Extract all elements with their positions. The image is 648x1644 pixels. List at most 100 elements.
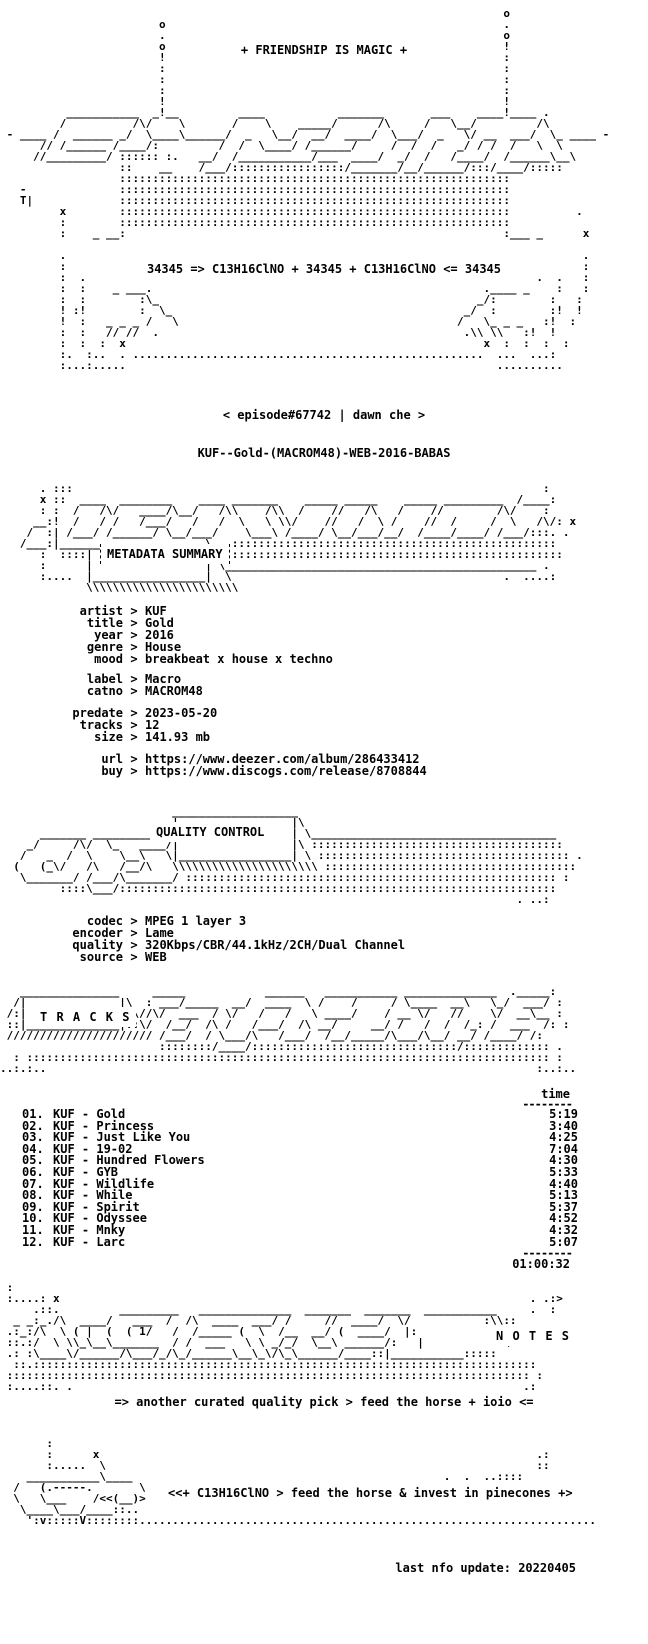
kv-value: 141.93 mb (145, 730, 211, 744)
track-title: KUF - Wildlife (53, 1176, 155, 1191)
kv-separator: > (130, 652, 138, 666)
kv-key: source (79, 950, 123, 964)
kv-value: breakbeat x house x techno (145, 652, 333, 666)
quality-section-title: QUALITY CONTROL (150, 822, 271, 842)
last-update: last nfo update: 20220405 (395, 1561, 576, 1575)
track-title: KUF - Gold (53, 1107, 126, 1121)
kv-key: artist (79, 604, 123, 618)
kv-separator: > (130, 950, 138, 964)
kv-row-genre: genre>House (60, 641, 333, 653)
track-number: 05. (22, 1153, 44, 1168)
footer-motto: <<+ C13H16ClNO > feed the horse & invest… (168, 1486, 573, 1500)
kv-separator: > (130, 706, 138, 720)
track-title: KUF - Mnky (53, 1222, 126, 1237)
total-rule: -------- (522, 1246, 573, 1260)
track-title: KUF - Hundred Flowers (53, 1153, 205, 1168)
kv-row-predate: predate >2023-05-20 (60, 707, 217, 719)
kv-key: year (94, 628, 123, 642)
track-info: 05. KUF - Hundred Flowers (22, 1155, 205, 1167)
track-number: 06. (22, 1164, 44, 1179)
track-title: KUF - Spirit (53, 1199, 140, 1214)
track-number: 10. (22, 1211, 44, 1226)
track-number: 11. (22, 1222, 44, 1237)
kv-value: 2023-05-20 (145, 706, 218, 720)
kv-value: House (145, 640, 182, 654)
kv-value: 320Kbps/CBR/44.1kHz/2CH/Dual Channel (145, 938, 406, 952)
track-info: 06. KUF - GYB (22, 1164, 119, 1179)
friendship-banner: + FRIENDSHIP IS MAGIC + (240, 43, 408, 57)
total-time: 01:00:32 (512, 1257, 570, 1271)
track-time: 7:04 (549, 1141, 578, 1156)
kv-key: label (86, 672, 123, 686)
track-row: 06. KUF - GYB 5:33 (22, 1164, 578, 1179)
track-number: 04. (22, 1141, 44, 1156)
track-title: KUF - GYB (53, 1164, 119, 1179)
track-info: 08.KUF - While (22, 1188, 132, 1203)
track-info: 01. KUF - Gold (22, 1107, 126, 1121)
track-number: 01. (22, 1107, 44, 1121)
kv-row-title: title>Gold (60, 617, 333, 629)
tracks-banner-art: _______________ _____ ______ ___________… (0, 986, 577, 1074)
track-row: 04.KUF - 19-02 7:04 (22, 1141, 578, 1156)
track-number: 08. (22, 1188, 44, 1203)
track-info: 02.KUF - Princess (22, 1120, 154, 1133)
kv-row-label: label > Macro (60, 673, 203, 685)
kv-separator: > (130, 616, 138, 630)
track-info: 12.KUF - Larc (22, 1236, 125, 1249)
kv-separator: > (130, 672, 138, 686)
kv-value: 2016 (145, 628, 174, 642)
kv-row-catno: catno>MACROM48 (60, 685, 203, 697)
track-time: 5:33 (549, 1164, 578, 1179)
kv-key: genre (86, 640, 123, 654)
kv-separator: > (130, 718, 138, 732)
track-time: 5:13 (549, 1188, 578, 1203)
kv-key: codec (86, 914, 123, 928)
kv-value: KUF (145, 604, 167, 618)
track-time: 4:25 (549, 1130, 578, 1145)
kv-separator: > (130, 730, 138, 744)
kv-value: Macro (145, 672, 182, 686)
tracks-section-title: T R A C K S (34, 1007, 137, 1027)
kv-row-artist: artist>KUF (60, 605, 333, 617)
track-time: 5:37 (549, 1199, 578, 1214)
metadata-section-title: METADATA SUMMARY (100, 544, 230, 564)
kv-row-quality: quality>320Kbps/CBR/44.1kHz/2CH/Dual Cha… (60, 939, 405, 951)
track-info: 04.KUF - 19-02 (22, 1141, 132, 1156)
kv-key: quality (72, 938, 123, 952)
track-title: KUF - Odyssee (53, 1211, 147, 1226)
metadata-group-4: url > https://www.deezer.com/album/2864334… (60, 753, 427, 777)
kv-row-year: year >2016 (60, 629, 333, 641)
kv-separator: > (130, 684, 138, 698)
kv-row-codec: codec>MPEG 1 layer 3 (60, 915, 405, 927)
kv-row-tracks: tracks>12 (60, 719, 217, 731)
kv-separator: > (130, 628, 138, 642)
kv-value: WEB (145, 950, 167, 964)
kv-separator: > (130, 926, 138, 940)
kv-value: https://www.deezer.com/album/286433412 (145, 752, 420, 766)
kv-value: Gold (145, 616, 174, 630)
track-number: 07. (22, 1176, 44, 1191)
track-row: 10. KUF - Odyssee 4:52 (22, 1213, 578, 1225)
kv-key: predate (72, 706, 123, 720)
episode-line: < episode#67742 | dawn che > (222, 408, 426, 422)
kv-separator: > (130, 752, 138, 766)
kv-row-url: url > https://www.deezer.com/album/2864334… (60, 753, 427, 765)
track-time: 5:19 (549, 1107, 578, 1121)
metadata-banner-art: . ::: : x :: ____ ________ ____ _______ … (20, 483, 577, 593)
notes-tagline: => another curated quality pick > feed t… (114, 1395, 534, 1409)
kv-row-encoder: encoder>Lame (60, 927, 405, 939)
quality-banner-art: ___________________ | |\ _______ _______… (13, 806, 583, 905)
kv-key: url (101, 752, 123, 766)
track-time: 4:52 (549, 1211, 578, 1226)
track-row: 01. KUF - Gold 5:19 (22, 1107, 578, 1121)
kv-key: mood (94, 652, 123, 666)
kv-separator: > (130, 914, 138, 928)
